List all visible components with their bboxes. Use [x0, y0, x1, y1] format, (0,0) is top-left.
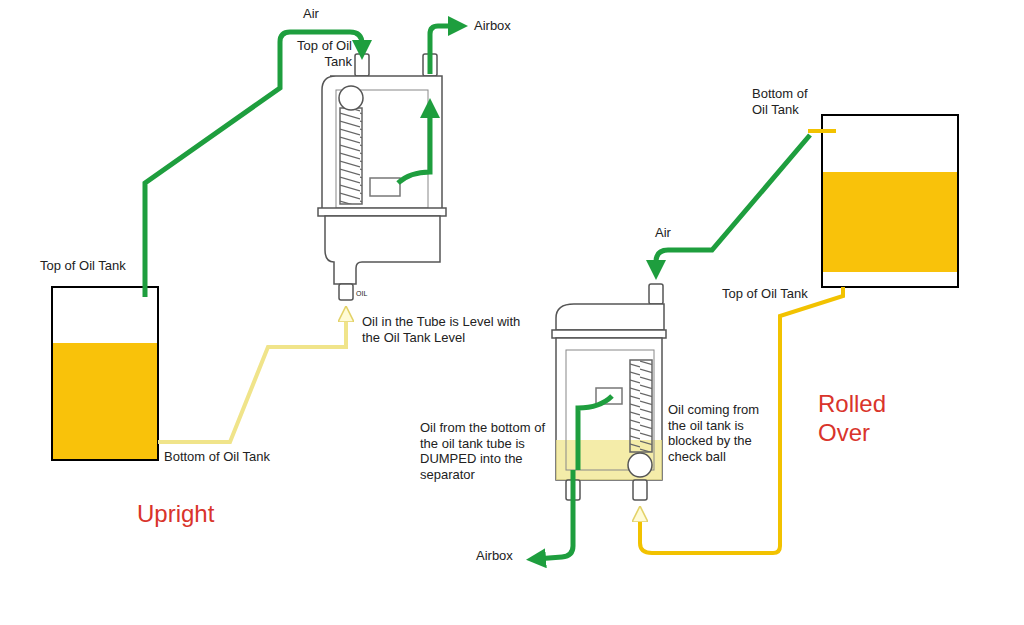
air-hose [145, 32, 362, 297]
callout-label: Air [303, 6, 319, 22]
oil-tank-rolled [808, 115, 958, 287]
callout-label: Airbox [474, 18, 511, 34]
callout-label: OIL [356, 290, 367, 298]
scenario-title: Upright [137, 500, 214, 529]
separator-rolled [552, 284, 666, 500]
airbox-hose [430, 26, 458, 74]
callout-label: Oil coming from the oil tank is blocked … [668, 402, 772, 464]
air-hose [656, 135, 810, 270]
callout-label: Oil from the bottom of the oil tank tube… [420, 420, 550, 482]
callout-label: Bottom of Oil Tank [164, 449, 270, 465]
oil-hose [158, 314, 346, 442]
callout-label: Top of Oil Tank [722, 286, 808, 302]
callout-label: Airbox [476, 548, 513, 564]
callout-label: Top of Oil Tank [40, 258, 126, 274]
callout-label: Top of Oil Tank [296, 38, 352, 69]
callout-label: Air [655, 225, 671, 241]
callout-label: Oil in the Tube is Level with the Oil Ta… [362, 314, 530, 345]
callout-label: Bottom of Oil Tank [752, 86, 822, 117]
air-flow-arrow [398, 108, 430, 183]
oil-hose [640, 287, 843, 553]
separator-upright [318, 54, 446, 300]
air-flow-arrow [578, 396, 612, 470]
airbox-hose [536, 470, 573, 559]
scenario-title: Rolled Over [818, 390, 908, 448]
oil-tank-upright [52, 287, 158, 460]
